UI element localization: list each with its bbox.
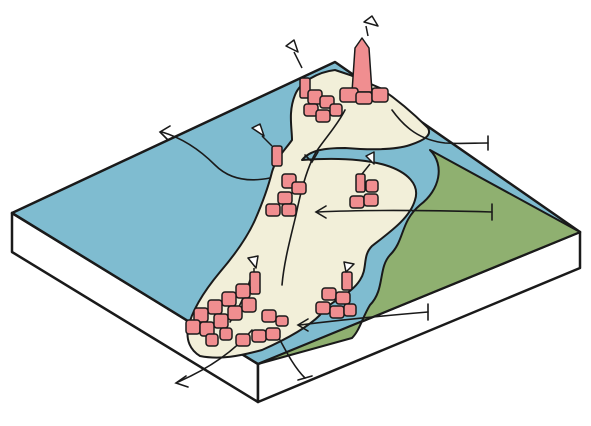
building [322,288,336,300]
building [214,314,228,328]
marker-line [366,26,368,36]
landmark-tower [272,146,282,166]
building [262,310,276,322]
landmark-marker-icon [286,40,298,52]
building [356,92,372,104]
building [316,110,330,122]
building [344,304,356,316]
landmark-tower [352,38,372,92]
building [206,334,218,346]
building [228,306,242,320]
building [220,328,232,340]
building [236,284,250,298]
building [276,316,288,326]
building [266,204,280,216]
landmark-tower [250,272,260,294]
building [186,320,200,334]
settlement-north-tower [340,16,388,104]
landmark-marker-icon [364,16,378,26]
building [336,292,350,304]
building [278,192,292,204]
building [236,334,250,346]
landmark-tower [356,174,365,192]
building [372,88,388,102]
building [252,330,266,342]
building [208,300,222,314]
building [350,196,364,208]
building [292,182,306,194]
building [222,292,236,306]
building [266,328,280,340]
building [282,204,296,216]
building [242,298,256,312]
building [330,104,342,116]
building [316,302,330,314]
building [366,180,378,192]
building [364,194,378,206]
landmark-tower [342,272,352,290]
marker-line [294,52,302,68]
building [330,306,344,318]
